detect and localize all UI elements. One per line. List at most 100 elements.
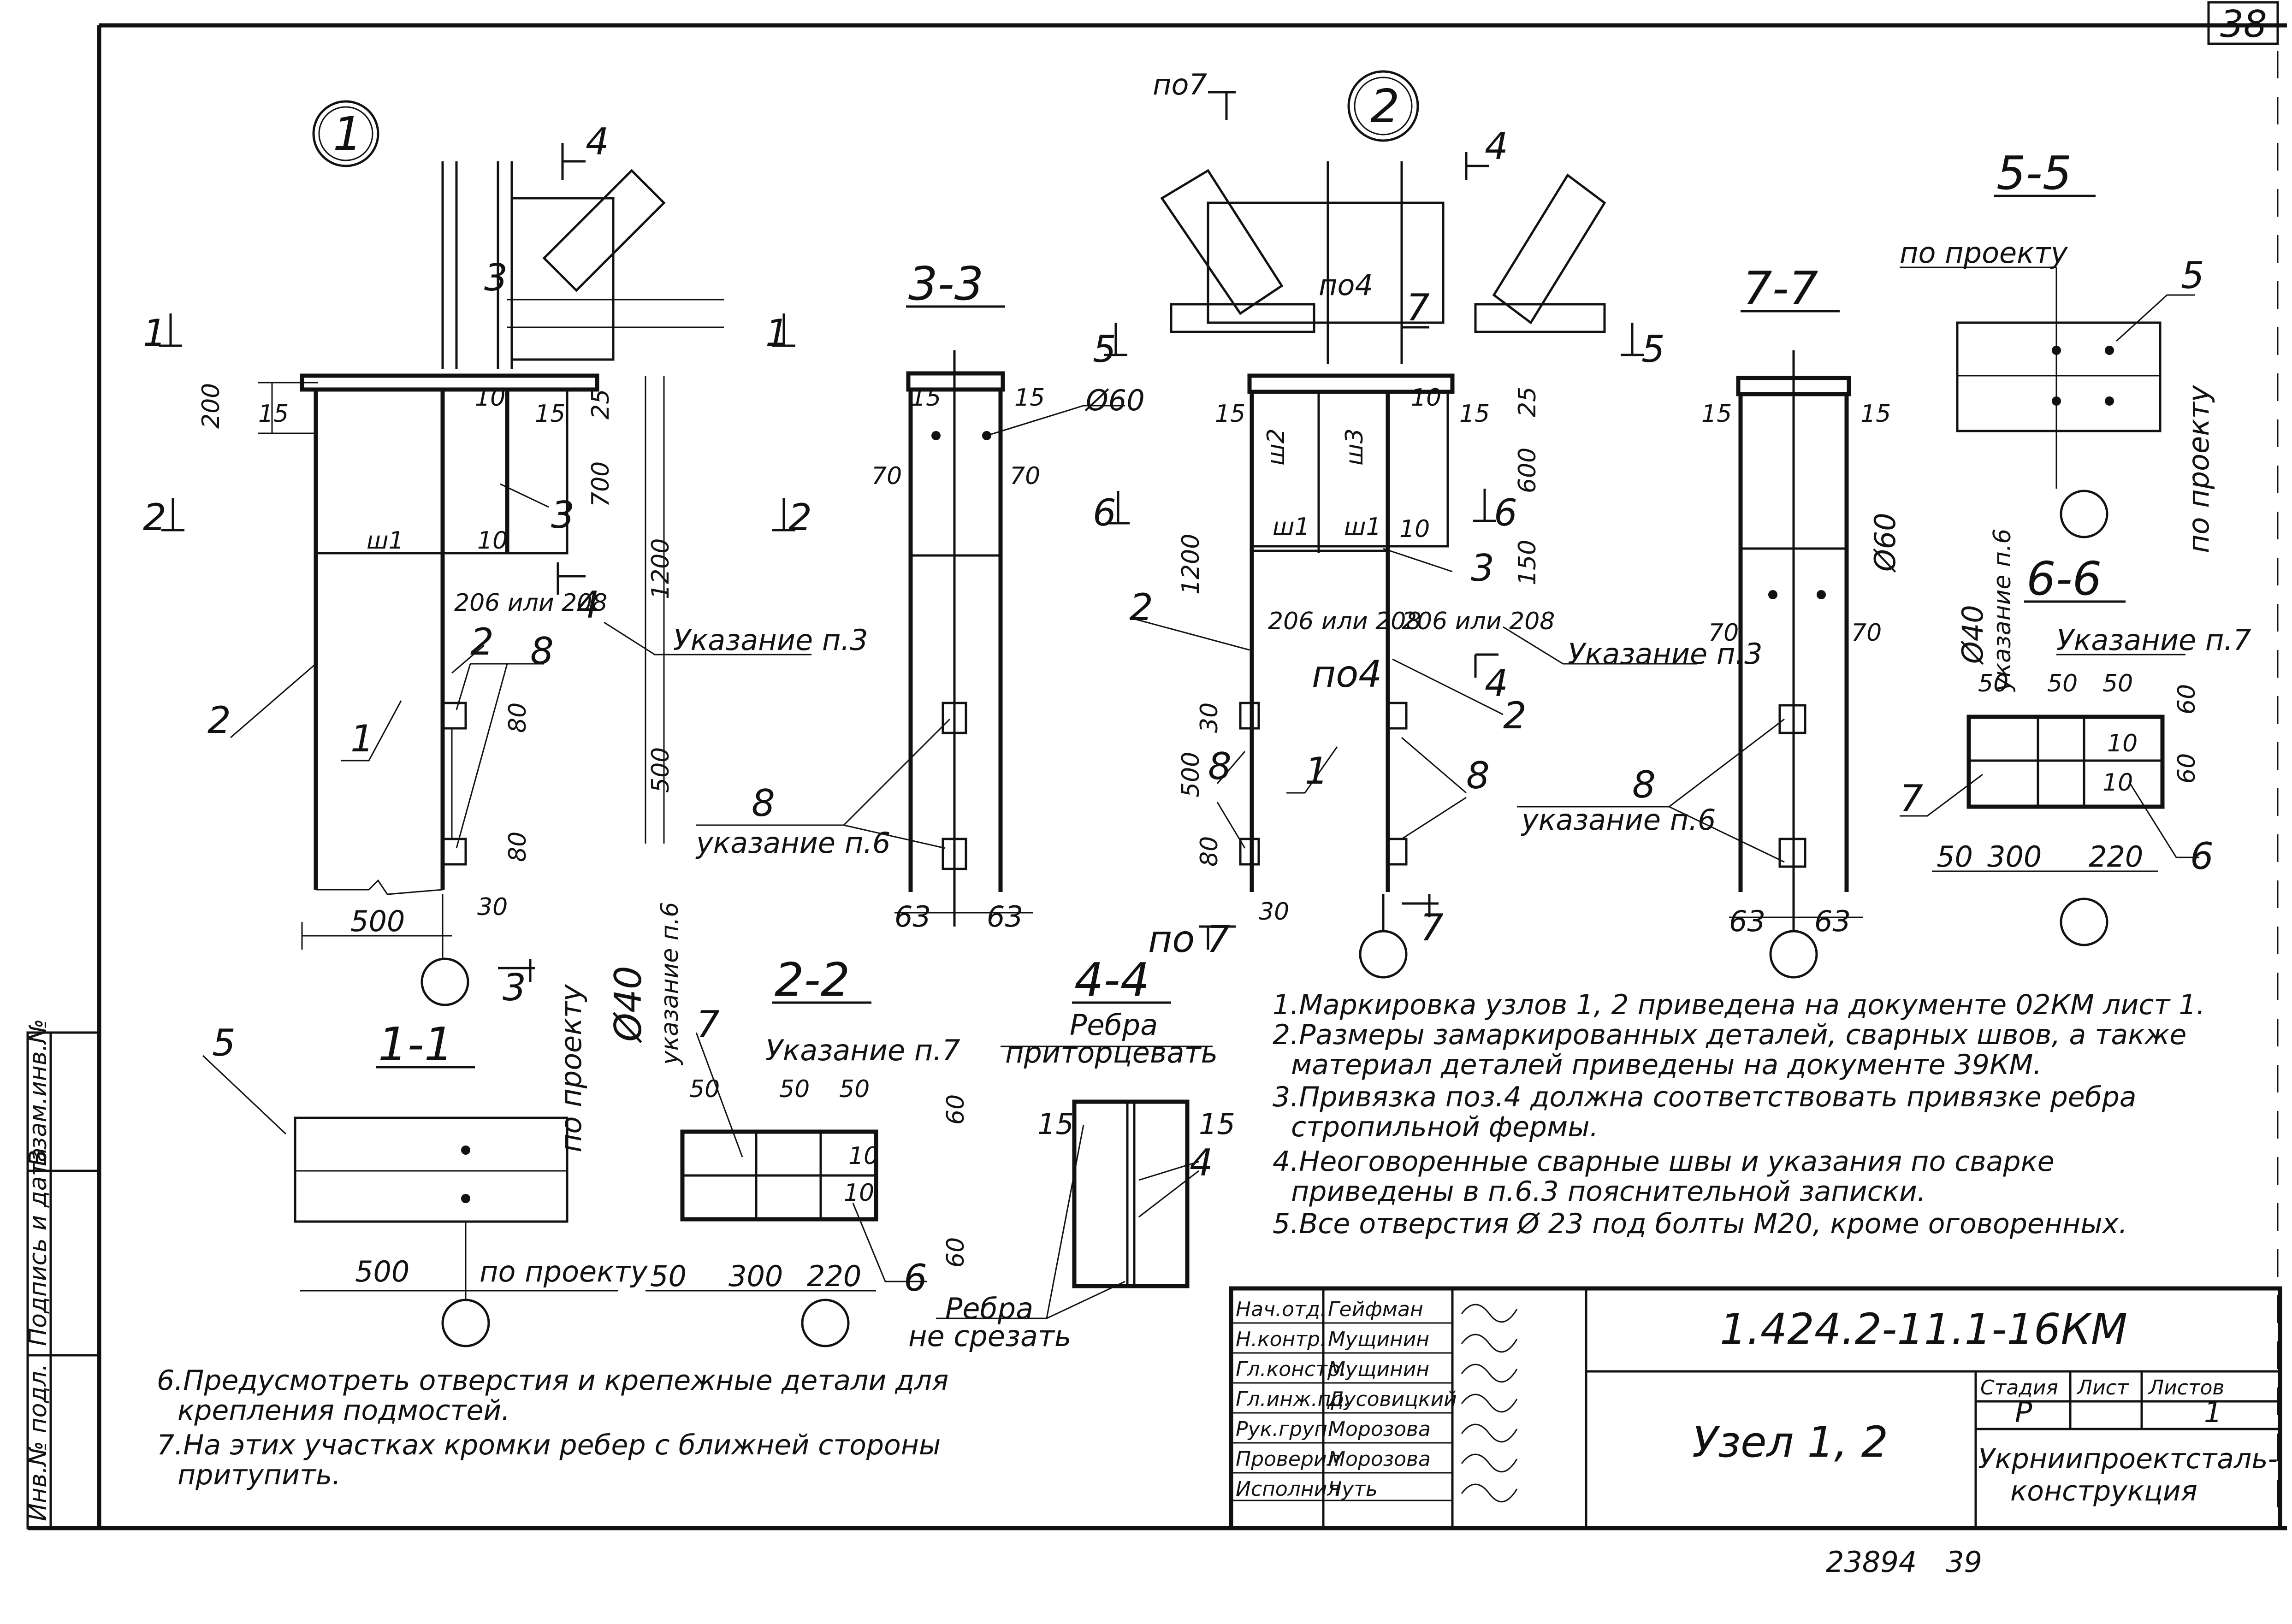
dim-15h: 15 [1860,400,1891,428]
section-5-5: 5-5 по проекту 5 по проекту [1900,146,2215,553]
tb-role-0: Нач.отд. [1236,1298,1327,1321]
section-1-1: 1-1 5 по проекту 500 по проекту [202,984,648,1347]
dim-10g: 10 [848,1142,879,1170]
dim-15f: 15 [1459,400,1490,428]
pos-1-n2: 1 [1305,750,1328,792]
dim-30: 30 [477,893,508,921]
note-ukazanie-p6-c: указание п.6 [1989,529,2016,693]
cut-5-left: 5 [1093,328,1116,371]
note-ukazanie-p6-d: указание п.6 [656,902,684,1066]
stamp-inv-podl: Инв.№ подл. [24,1364,52,1521]
node-1-label: 1 [333,107,362,161]
stamp-podpis: Подпись и дата [24,1147,52,1346]
dim-500a: 500 [647,747,675,793]
dim-50g: 50 [839,1075,870,1103]
cut-7-bottom: 7 [1420,906,1444,949]
section-3-3-title: 3-3 [908,257,983,311]
pos-1-n1: 1 [350,717,374,760]
pos-7-s22: 7 [696,1003,720,1046]
tb-sheets: 1 [2204,1395,2222,1429]
note-7b: притупить. [178,1459,341,1491]
cut-4-bottom: 4 [576,584,600,626]
cut-1-right: 1 [765,312,789,354]
cut-1-left: 1 [143,312,166,354]
note-5: 5.Все отверстия Ø 23 под болты М20, кром… [1273,1208,2127,1240]
dim-80a: 80 [504,703,532,733]
cut-5-right: 5 [1641,328,1665,371]
node-1: 1 200 15 15 25 700 1200 500 80 80 30 500… [143,100,868,1009]
pos-8-s33: 8 [752,782,775,825]
dim-60d: 60 [942,1237,970,1268]
note-2b: материал деталей приведены на документе … [1291,1049,2042,1081]
dim-15j: 15 [1199,1107,1235,1141]
label-rebra-ne-srezat-1: Ребра [945,1292,1033,1325]
dim-1200: 1200 [647,538,675,599]
dim-1200b: 1200 [1177,534,1205,595]
dim-300b: 300 [728,1259,783,1293]
dim-50c: 50 [2102,670,2133,697]
bottom-codes: 23894 39 [1826,1545,1982,1579]
tb-role-1: Н.контр. [1236,1328,1327,1351]
tb-role-3: Гл.инж.пр. [1236,1388,1350,1411]
dim-50b: 50 [2047,670,2078,697]
pos-5-s55: 5 [2181,254,2204,297]
dim-60a: 60 [2173,684,2201,715]
dim-phi60-a: Ø60 [1084,384,1145,417]
dim-600: 600 [1514,448,1541,493]
dim-10f: 10 [2102,769,2133,797]
title-block: Нач.отд. Гейфман Н.контр. Мущинин Гл.кон… [1229,1286,2282,1530]
dim-50h: 50 [650,1259,687,1293]
note-6b: крепления подмостей. [178,1394,510,1427]
section-1-1-title: 1-1 [378,1017,453,1071]
dim-80b: 80 [504,832,532,862]
tb-role-6: Исполнил [1236,1477,1340,1501]
dim-10a: 10 [475,384,505,412]
label-rebra-pritorcevat-2: приторцевать [1005,1036,1218,1069]
dim-63a: 63 [894,900,931,933]
dim-50d: 50 [1937,840,1973,874]
cut-6-left: 6 [1093,491,1116,534]
dim-10d: 10 [1399,515,1430,543]
note-ukazanie-p6-a: указание п.6 [695,826,890,860]
general-notes: 1.Маркировка узлов 1, 2 приведена на док… [157,989,2205,1491]
tb-role-5: Проверил [1236,1447,1340,1471]
bottom-code-1: 23894 [1826,1545,1917,1579]
tb-name-0: Гейфман [1328,1298,1423,1321]
section-6-6-title: 6-6 [2026,552,2102,606]
cut-2-right: 2 [788,496,812,539]
pos-8-s77: 8 [1632,763,1656,806]
label-po-proektu-b: по проекту [2182,384,2215,553]
note-3b: стропильной фермы. [1291,1111,1599,1143]
section-4-4-title: 4-4 [1074,953,1149,1007]
section-6-6: 6-6 Ø40 указание п.6 Указание п.7 50 50 … [1900,529,2251,878]
weld-w1-n2b: ш1 [1344,513,1381,541]
tb-sheet-h: Лист [2076,1376,2129,1400]
page-number: 38 [2220,3,2267,46]
section-7-7-title: 7-7 [1743,261,1818,315]
sheet-frame: 38 [28,1,2287,1530]
tb-name-6: Чуть [1328,1477,1378,1501]
dim-206b: 206 или 208 [1268,608,1421,635]
dim-60b: 60 [2173,753,2201,784]
dim-50e: 50 [689,1075,720,1103]
cut-po4-mid: по4 [1312,653,1382,696]
section-7-7: 7-7 Ø60 15 15 70 70 63 63 8 указание п.6 [1517,261,2108,979]
dim-phi60-b: Ø60 [1868,513,1902,573]
pos-2-n2b: 2 [1503,694,1527,737]
pos-8-n2b: 8 [1466,754,1490,797]
label-rebra-pritorcevat-1: Ребра [1070,1008,1158,1042]
weld-w2: ш2 [1262,428,1290,466]
label-po-proektu-d: по проекту [480,1255,648,1288]
cut-po7-top: по7 [1153,68,1207,101]
note-ukazanie-p7-a: Указание п.7 [2056,623,2251,657]
dim-63c: 63 [1729,904,1765,938]
cut-3-mark: 3 [484,256,508,299]
note-6: 6.Предусмотреть отверстия и крепежные де… [157,1364,948,1397]
note-4b: приведены в п.6.3 пояснительной записки. [1291,1175,1926,1208]
pos-2-n2a: 2 [1130,586,1153,629]
dim-150: 150 [1514,540,1541,585]
note-ukazanie-p6-b: указание п.6 [1521,803,1716,837]
dim-15i: 15 [1037,1107,1074,1141]
dim-220a: 220 [2089,840,2143,874]
